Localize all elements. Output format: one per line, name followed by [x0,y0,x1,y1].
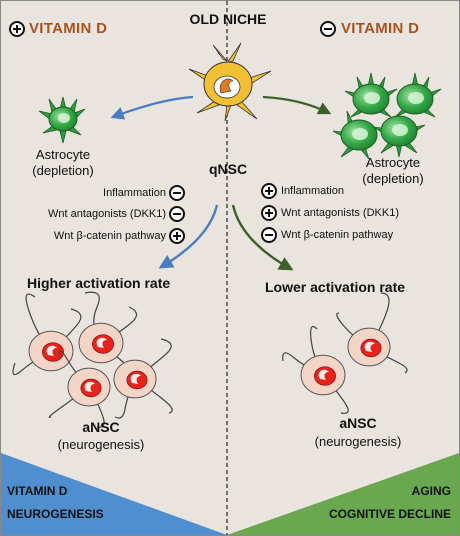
left-astrocyte-label: Astrocyte [35,147,91,162]
vitamin-d-right-label: VITAMIN D [341,20,420,37]
arrow-to-left-astrocyte [110,95,194,120]
arrow-to-lower-activation [231,204,294,271]
old-niche-title: OLD NICHE [189,11,267,27]
ansc-cell [48,350,111,428]
astrocyte-right-cluster [332,72,442,160]
right-factor-label-1: Wnt antagonists (DKK1) [281,207,399,219]
bottom-right-line2: COGNITIVE DECLINE [328,507,451,521]
ansc-chromatin [96,337,107,348]
right-factor-label-2: Wnt β-catenin pathway [281,229,394,241]
ansc-chromatin [130,373,141,384]
left-ansc-label: aNSC [82,419,120,435]
minus-icon [169,206,185,222]
right-factor-label-0: Inflammation [281,185,344,197]
right-ansc-label: aNSC [339,415,377,431]
ansc-cell [78,291,138,380]
left-factor-label-2: Wnt β-catenin pathway [53,230,166,242]
ansc-nucleus [92,334,114,354]
minus-icon [320,21,336,37]
ansc-cells [12,291,408,428]
ansc-cell [12,293,82,376]
ansc-nucleus [80,378,102,398]
left-factor-label-1: Wnt antagonists (DKK1) [48,208,166,220]
qnsc-cell [188,42,272,122]
ansc-chromatin [84,381,95,392]
ansc-nucleus [126,370,148,390]
lower-activation-label: Lower activation rate [265,279,406,295]
left-astrocyte-sublabel: (depletion) [32,163,94,178]
right-astrocyte-sublabel: (depletion) [362,171,424,186]
qnsc-label: qNSC [208,161,248,177]
plus-icon [261,183,277,199]
right-astrocyte-label: Astrocyte [365,155,421,170]
minus-icon [261,227,277,243]
ansc-nucleus [314,366,336,386]
arrow-to-right-astrocyte [262,95,332,115]
plus-icon [169,228,185,244]
left-factor-label-0: Inflammation [103,187,166,199]
arrow-to-higher-activation [158,204,219,269]
ansc-cell [113,338,173,419]
right-ansc-sublabel: (neurogenesis) [314,434,402,449]
bottom-left-line1: VITAMIN D [7,484,68,498]
ansc-chromatin [318,369,329,380]
ansc-cell [282,326,349,414]
green-wedge [227,453,459,535]
higher-activation-label: Higher activation rate [27,275,171,291]
bottom-left-line2: NEUROGENESIS [7,507,104,521]
ansc-cell [336,292,408,374]
ansc-chromatin [46,345,57,356]
ansc-chromatin [364,341,375,352]
minus-icon [169,185,185,201]
astrocyte-left [38,96,86,144]
ansc-nucleus [360,338,382,358]
left-ansc-sublabel: (neurogenesis) [57,437,145,452]
bottom-right-line1: AGING [411,484,451,498]
ansc-nucleus [42,342,64,362]
blue-wedge [1,453,227,535]
vitamin-d-left-label: VITAMIN D [29,20,108,37]
plus-icon [261,205,277,221]
plus-icon [9,21,25,37]
